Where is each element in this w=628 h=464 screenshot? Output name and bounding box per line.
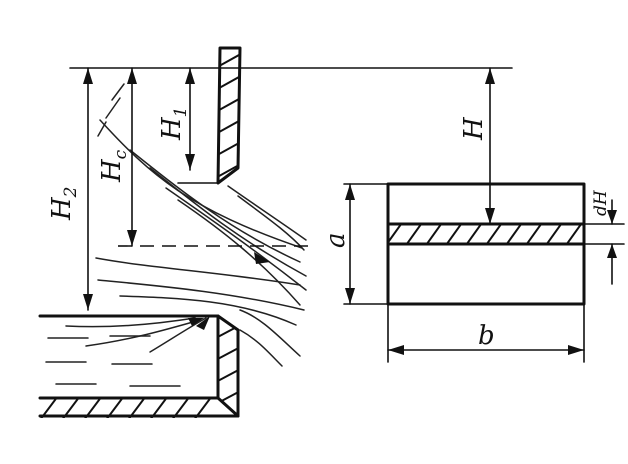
flow-streamlines [65,119,307,367]
label-dh: dH [591,189,611,216]
lower-water-dashes [45,335,181,387]
hc-dimension: Hc [97,67,137,247]
label-a: a [321,232,351,248]
channel-floor [38,396,240,418]
orifice-rectangle [386,182,586,306]
label-hc: Hc [97,149,131,183]
dh-dimension: dH [583,189,625,285]
label-h: H [459,116,489,141]
b-dimension: b [387,303,585,363]
label-h1: H1 [157,106,191,141]
label-h2: H2 [47,186,81,221]
h2-dimension: H2 [47,67,93,311]
h1-dimension: H1 [157,67,195,171]
h-dimension: H [459,67,495,225]
a-dimension: a [321,183,389,305]
label-b: b [478,321,495,351]
upstream-water-marks [97,83,125,137]
upper-gate [177,46,242,185]
